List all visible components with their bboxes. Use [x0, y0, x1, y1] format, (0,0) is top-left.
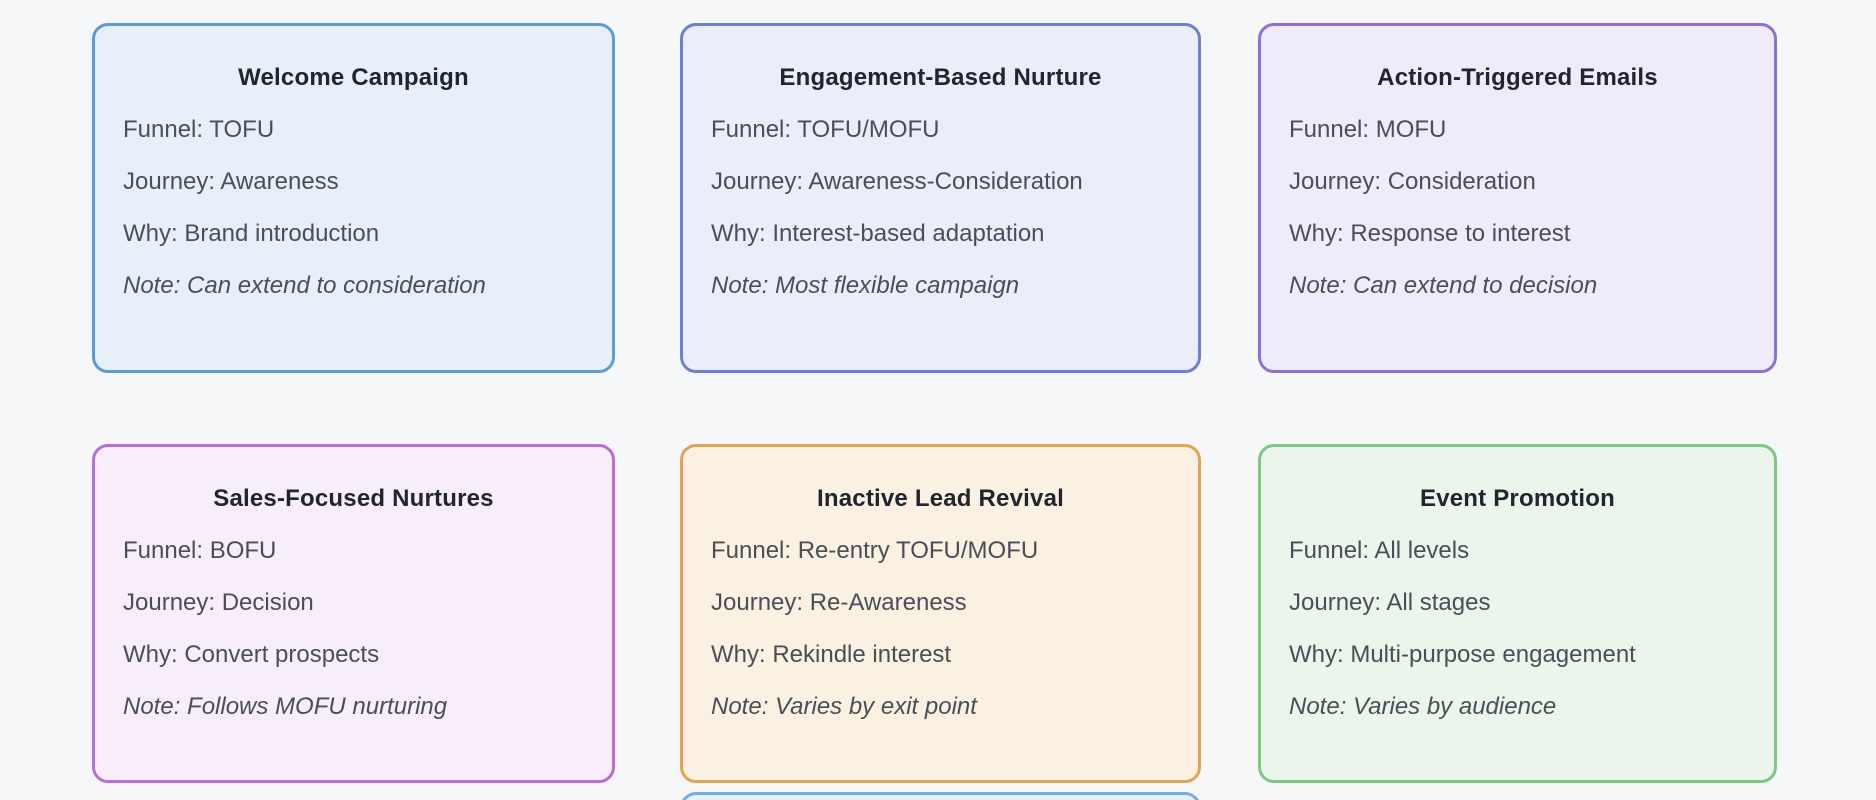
card-why-line: Why: Convert prospects	[123, 641, 380, 668]
card-note-line: Note: Can extend to consideration	[123, 272, 486, 299]
card-why-line: Why: Brand introduction	[123, 220, 380, 247]
card-title: Sales-Focused Nurtures	[213, 485, 494, 512]
card-funnel-line: Funnel: TOFU	[123, 116, 275, 143]
card-note-line: Note: Most flexible campaign	[711, 272, 1020, 299]
card-funnel-line: Funnel: MOFU	[1289, 116, 1447, 143]
card-why-line: Why: Multi-purpose engagement	[1289, 641, 1636, 668]
card-journey-line: Journey: Awareness-Consideration	[711, 168, 1083, 195]
card-funnel-line: Funnel: TOFU/MOFU	[711, 116, 940, 143]
card-why-line: Why: Interest-based adaptation	[711, 220, 1045, 247]
card-title: Inactive Lead Revival	[817, 485, 1064, 512]
card-title: Action-Triggered Emails	[1377, 64, 1658, 91]
card-sales-focused-nurtures: Sales-Focused Nurtures Funnel: BOFU Jour…	[92, 444, 615, 783]
card-journey-line: Journey: Consideration	[1289, 168, 1536, 195]
card-why-line: Why: Response to interest	[1289, 220, 1571, 247]
card-why-line: Why: Rekindle interest	[711, 641, 952, 668]
card-note-line: Note: Varies by exit point	[711, 693, 977, 720]
card-note-line: Note: Can extend to decision	[1289, 272, 1598, 299]
card-journey-line: Journey: Re-Awareness	[711, 589, 967, 616]
card-engagement-based-nurture: Engagement-Based Nurture Funnel: TOFU/MO…	[680, 23, 1201, 373]
card-journey-line: Journey: All stages	[1289, 589, 1491, 616]
card-funnel-line: Funnel: All levels	[1289, 537, 1470, 564]
card-welcome-campaign: Welcome Campaign Funnel: TOFU Journey: A…	[92, 23, 615, 373]
card-note-line: Note: Follows MOFU nurturing	[123, 693, 448, 720]
card-funnel-line: Funnel: BOFU	[123, 537, 277, 564]
card-action-triggered-emails: Action-Triggered Emails Funnel: MOFU Jou…	[1258, 23, 1777, 373]
card-event-promotion: Event Promotion Funnel: All levels Journ…	[1258, 444, 1777, 783]
card-journey-line: Journey: Awareness	[123, 168, 339, 195]
card-title: Engagement-Based Nurture	[779, 64, 1102, 91]
card-journey-line: Journey: Decision	[123, 589, 314, 616]
partial-next-row-card-top	[680, 792, 1201, 800]
card-title: Event Promotion	[1419, 485, 1615, 512]
card-title: Welcome Campaign	[238, 64, 469, 91]
card-inactive-lead-revival: Inactive Lead Revival Funnel: Re-entry T…	[680, 444, 1201, 783]
card-funnel-line: Funnel: Re-entry TOFU/MOFU	[711, 537, 1039, 564]
card-note-line: Note: Varies by audience	[1289, 693, 1557, 720]
